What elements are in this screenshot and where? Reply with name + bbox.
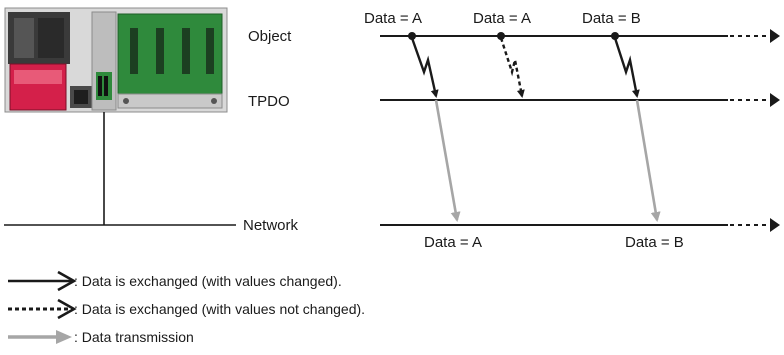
legend-text-transmission: : Data transmission <box>74 329 194 345</box>
event-dot-3 <box>611 32 619 40</box>
object-value-1: Data = A <box>364 10 422 27</box>
network-value-2: Data = B <box>625 234 684 251</box>
exchange-arrow-changed-1 <box>410 37 439 98</box>
legend-text-unchanged: : Data is exchanged (with values not cha… <box>74 301 365 317</box>
plc-device-image <box>4 7 228 113</box>
event-dot-2 <box>497 32 505 40</box>
gray-arrow-icon <box>8 330 72 344</box>
exchange-arrow-unchanged <box>499 37 525 98</box>
tpdo-timeline <box>380 93 780 107</box>
legend: : Data is exchanged (with values changed… <box>8 270 365 345</box>
object-value-2: Data = A <box>473 10 531 27</box>
object-value-3: Data = B <box>582 10 641 27</box>
dashed-zigzag-arrow-icon <box>8 298 77 320</box>
exchange-arrow-changed-2 <box>613 37 640 98</box>
solid-zigzag-arrow-icon <box>8 270 77 292</box>
event-dot-1 <box>408 32 416 40</box>
legend-text-changed: : Data is exchanged (with values changed… <box>74 273 342 289</box>
network-timeline <box>380 218 780 232</box>
label-object: Object <box>248 28 292 45</box>
transmission-arrow-2 <box>635 99 661 222</box>
object-timeline <box>380 29 780 43</box>
label-network: Network <box>243 217 299 234</box>
label-tpdo: TPDO <box>248 93 290 110</box>
network-value-1: Data = A <box>424 234 482 251</box>
transmission-arrow-1 <box>434 99 461 222</box>
